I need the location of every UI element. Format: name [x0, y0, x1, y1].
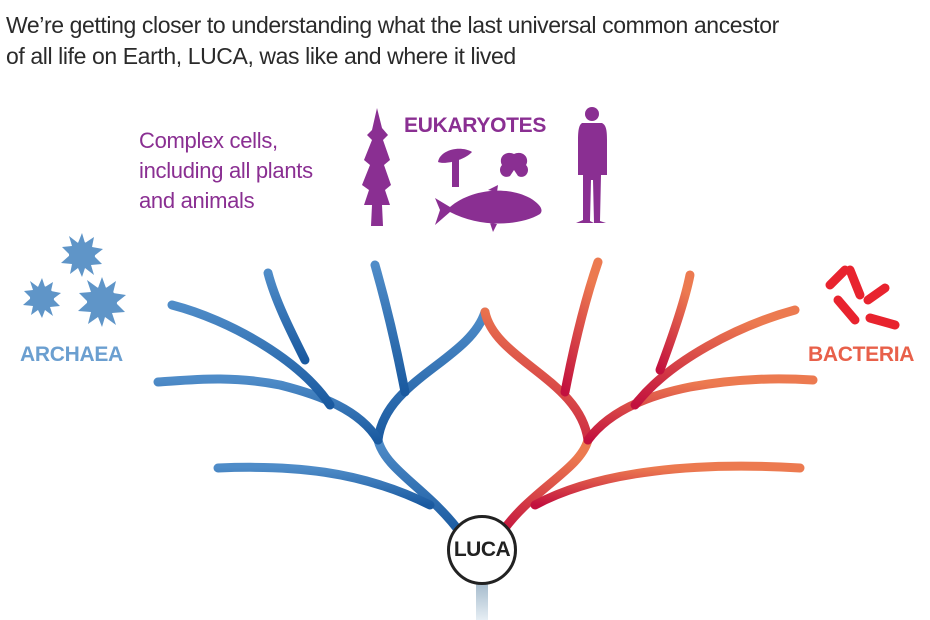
description-line: including all plants — [139, 158, 313, 183]
branch — [167, 300, 335, 410]
branch — [560, 257, 603, 397]
headline-line-2: of all life on Earth, LUCA, was like and… — [6, 43, 516, 69]
branch — [655, 270, 695, 375]
archaea-icons — [23, 233, 126, 327]
tree-icon — [362, 108, 391, 226]
branch — [480, 307, 593, 445]
headline-line-1: We’re getting closer to understanding wh… — [6, 12, 779, 38]
bacterium-icon — [863, 283, 890, 305]
butterfly-icon — [499, 152, 529, 177]
root-stem — [476, 580, 488, 620]
branch — [153, 374, 383, 445]
human-icon — [576, 107, 607, 223]
luca-label: LUCA — [453, 538, 511, 561]
archaea-label: ARCHAEA — [20, 343, 123, 366]
branch — [530, 461, 805, 510]
branch — [373, 307, 490, 445]
branch — [373, 435, 467, 540]
archaea-cell-icon — [23, 278, 61, 318]
bacteria-icons — [825, 265, 900, 330]
branch — [263, 268, 310, 365]
archaea-cell-icon — [78, 277, 126, 327]
archaea-branches — [153, 260, 490, 540]
archaea-cell-icon — [61, 233, 103, 277]
description-line: Complex cells, — [139, 128, 278, 153]
branch — [630, 305, 800, 410]
eukaryotes-description: Complex cells, including all plants and … — [139, 126, 313, 216]
bacterium-icon — [845, 265, 865, 300]
branch — [495, 435, 593, 540]
eukaryote-icons — [362, 107, 607, 232]
bacteria-branches — [480, 257, 818, 540]
branch — [213, 462, 435, 510]
bacterium-icon — [825, 265, 850, 290]
eukaryotes-label: EUKARYOTES — [404, 114, 547, 137]
description-line: and animals — [139, 188, 255, 213]
headline: We’re getting closer to understanding wh… — [6, 10, 926, 72]
fish-icon — [435, 185, 542, 232]
bacterium-icon — [833, 295, 860, 325]
branch — [583, 374, 818, 445]
bacteria-label: BACTERIA — [808, 343, 915, 366]
luca-root-node: LUCA — [447, 515, 517, 585]
branch — [370, 260, 410, 397]
bacterium-icon — [865, 313, 900, 330]
mushroom-icon — [438, 148, 472, 187]
